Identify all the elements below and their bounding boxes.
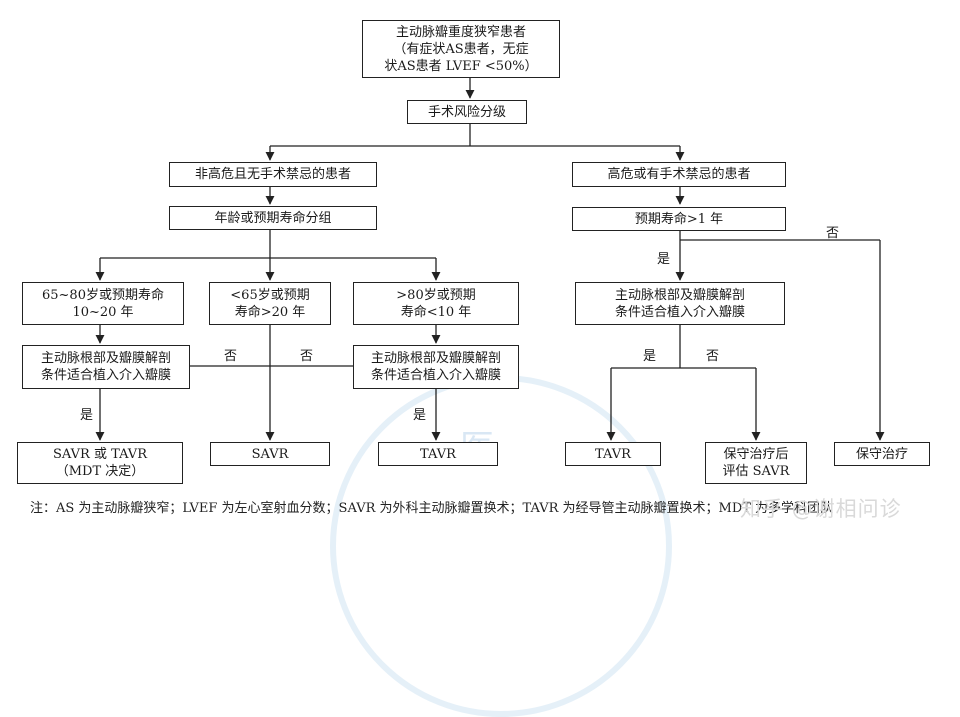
brand-watermark: 知乎 @谢相问诊 — [740, 497, 902, 521]
label-no-left: 否 — [224, 349, 238, 364]
label-no-mid: 否 — [300, 349, 314, 364]
conservative-eval-box: 保守治疗后 评估 SAVR — [705, 442, 807, 484]
tavr-mid-box: TAVR — [378, 442, 498, 466]
age-lt65-box: <65岁或预期 寿命>20 年 — [209, 282, 331, 325]
label-yes-life: 是 — [657, 252, 671, 267]
anatomy-left-box: 主动脉根部及瓣膜解剖 条件适合植入介入瓣膜 — [22, 345, 190, 389]
age-gt80-box: >80岁或预期 寿命<10 年 — [353, 282, 519, 325]
conservative-box: 保守治疗 — [834, 442, 930, 466]
label-yes-right: 是 — [643, 349, 657, 364]
tavr-right-box: TAVR — [565, 442, 661, 466]
anatomy-high-risk-box: 主动脉根部及瓣膜解剖 条件适合植入介入瓣膜 — [575, 282, 785, 325]
root-box: 主动脉瓣重度狭窄患者 （有症状AS患者，无症 状AS患者 LVEF <50%） — [362, 20, 560, 78]
label-yes-left: 是 — [80, 408, 94, 423]
label-no-right: 否 — [706, 349, 720, 364]
savr-or-tavr-box: SAVR 或 TAVR （MDT 决定） — [17, 442, 183, 484]
footnote: 注：AS 为主动脉瓣狭窄；LVEF 为左心室射血分数；SAVR 为外科主动脉瓣置… — [30, 501, 834, 516]
age-65-80-box: 65~80岁或预期寿命 10~20 年 — [22, 282, 184, 325]
high-risk-box: 高危或有手术禁忌的患者 — [572, 162, 786, 187]
age-group-box: 年龄或预期寿命分组 — [169, 206, 377, 230]
connector-lines — [95, 78, 885, 441]
anatomy-right-box: 主动脉根部及瓣膜解剖 条件适合植入介入瓣膜 — [353, 345, 519, 389]
label-no-life: 否 — [826, 226, 840, 241]
low-risk-box: 非高危且无手术禁忌的患者 — [169, 162, 377, 187]
risk-box: 手术风险分级 — [407, 100, 527, 124]
savr-box: SAVR — [210, 442, 330, 466]
label-yes-mid: 是 — [413, 408, 427, 423]
life-exp-box: 预期寿命>1 年 — [572, 207, 786, 231]
